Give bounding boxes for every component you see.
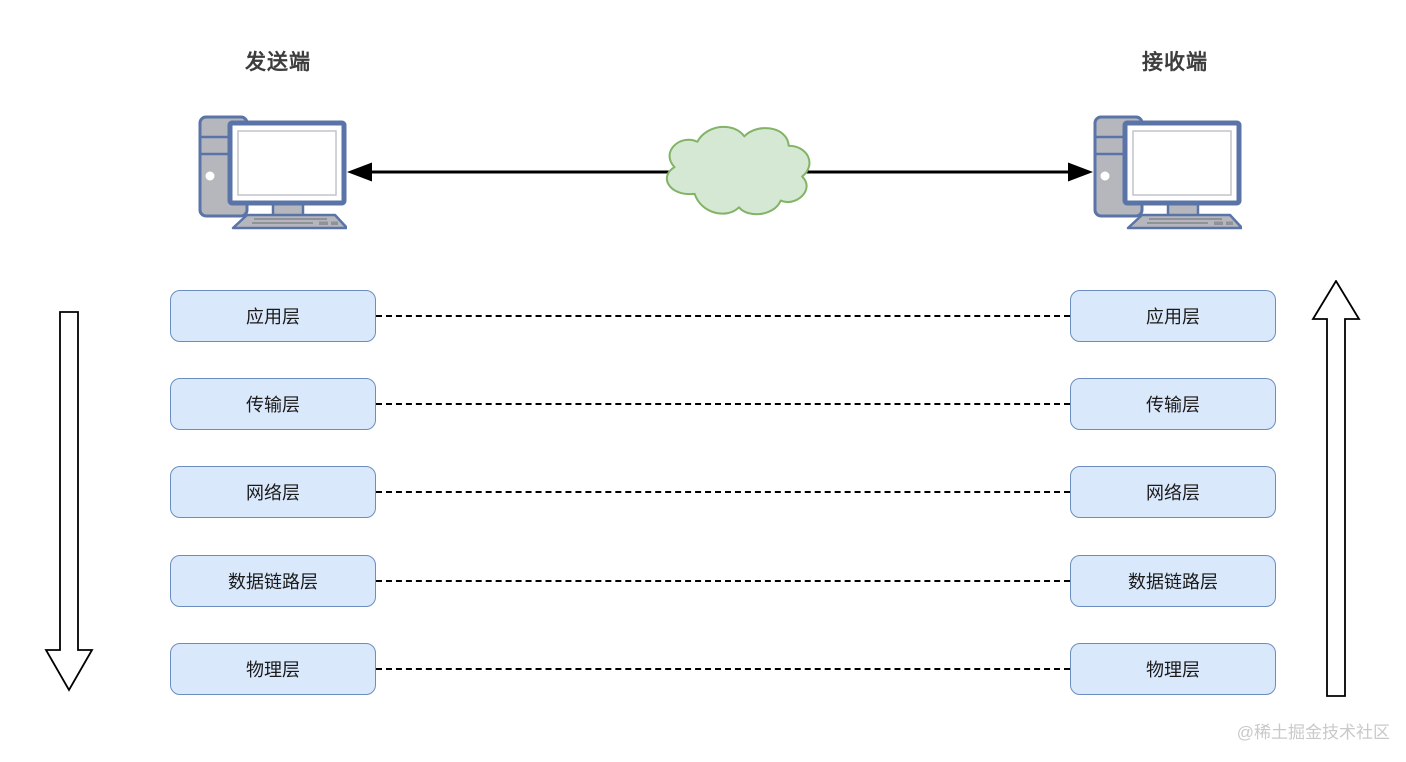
sender-computer-icon	[198, 115, 347, 230]
sender-layer-transport: 传输层	[170, 378, 376, 430]
peer-link-application	[376, 315, 1070, 317]
sender-layer-network: 网络层	[170, 466, 376, 518]
receiver-layer-transport: 传输层	[1070, 378, 1276, 430]
watermark: @稀土掘金技术社区	[1236, 723, 1390, 742]
peer-link-network	[376, 491, 1070, 493]
peer-link-datalink	[376, 580, 1070, 582]
receiver-layer-physical: 物理层	[1070, 643, 1276, 695]
receiver-layer-datalink: 数据链路层	[1070, 555, 1276, 607]
peer-link-physical	[376, 668, 1070, 670]
receiver-layer-application: 应用层	[1070, 290, 1276, 342]
sender-flow-down-arrow	[44, 311, 94, 692]
sender-layer-datalink: 数据链路层	[170, 555, 376, 607]
peer-link-transport	[376, 403, 1070, 405]
sender-title: 发送端	[245, 51, 311, 74]
receiver-computer-icon	[1093, 115, 1242, 230]
receiver-flow-up-arrow	[1311, 280, 1361, 697]
sender-layer-physical: 物理层	[170, 643, 376, 695]
network-cloud-icon	[665, 125, 811, 216]
sender-layer-application: 应用层	[170, 290, 376, 342]
receiver-layer-network: 网络层	[1070, 466, 1276, 518]
receiver-title: 接收端	[1142, 51, 1208, 74]
